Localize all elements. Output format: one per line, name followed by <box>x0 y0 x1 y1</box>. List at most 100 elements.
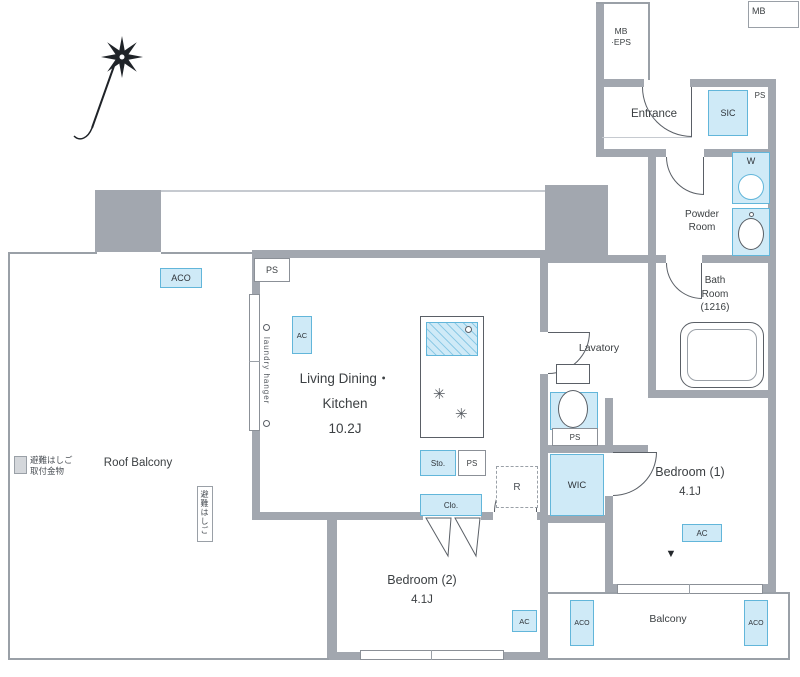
wall-segment <box>768 87 776 592</box>
toilet-bowl <box>558 390 588 428</box>
laundry-hanger-note: laundry hanger <box>262 337 271 405</box>
wall-segment <box>548 515 613 523</box>
balcony-railing <box>788 592 790 660</box>
walk-in-closet: WIC <box>550 454 604 516</box>
room-label-balcony: Balcony <box>649 613 687 625</box>
balcony-railing <box>548 658 790 660</box>
meter-box <box>748 1 799 28</box>
wic-label: WIC <box>567 479 587 491</box>
powder-line1: Powder <box>685 209 719 220</box>
bathtub-inner <box>687 329 757 381</box>
wall-segment <box>596 79 644 87</box>
fridge-label: R <box>513 481 521 493</box>
escape-hatch-line1: 避難はしご <box>30 455 73 465</box>
clo-label: Clo. <box>443 500 459 510</box>
aco-outlet-balcony-left: ACO <box>570 600 594 646</box>
wall-segment <box>335 512 423 520</box>
wall-segment <box>252 250 548 258</box>
escape-ladder-note: 避難はしご <box>200 490 209 535</box>
ldk-size: 10.2J <box>328 421 362 436</box>
escape-ladder-box <box>197 486 213 542</box>
wall-segment <box>481 512 493 520</box>
ps-shaft-closet: PS <box>458 450 486 476</box>
wall-segment <box>540 374 548 453</box>
roof-balcony-railing <box>8 252 97 254</box>
sic-label: SIC <box>720 108 736 118</box>
ac-label: AC <box>296 330 308 340</box>
shaft-line <box>648 2 650 80</box>
room-label-ldk: Living Dining・ Kitchen 10.2J <box>262 366 428 441</box>
burner-icon: ✳ <box>455 406 468 423</box>
escape-hatch-icon <box>14 456 27 474</box>
ps-shaft-entrance-label: PS <box>754 91 766 100</box>
mb-eps-line1: MB <box>614 26 628 36</box>
wall-segment <box>596 2 604 87</box>
wall-segment <box>702 255 776 263</box>
closet: Clo. <box>420 494 482 516</box>
roof-balcony-railing <box>8 658 329 660</box>
escape-hatch-note: 避難はしご 取付金物 <box>30 455 73 477</box>
bath-line3: (1216) <box>700 302 730 313</box>
structure-block <box>95 190 161 252</box>
window <box>360 650 504 660</box>
bedroom1-name: Bedroom (1) <box>655 465 725 479</box>
roof-balcony-railing <box>8 252 10 660</box>
wall-segment <box>540 445 648 453</box>
entrance-step-line <box>602 137 692 138</box>
sic-closet: SIC <box>708 90 748 136</box>
mb-eps-shaft-label: MB ·EPS <box>598 26 644 48</box>
mb-eps-line2: ·EPS <box>611 37 631 47</box>
window-tick <box>249 361 260 362</box>
window-marker-icon: ▼ <box>665 548 677 560</box>
window-tick <box>689 584 690 594</box>
faucet-icon <box>749 212 754 217</box>
ac-unit-ldk: AC <box>292 316 312 354</box>
room-label-powder-room: Powder Room <box>670 208 734 234</box>
bath-line1: Bath <box>704 275 726 286</box>
ac-label: AC <box>696 528 708 538</box>
door-leaf <box>703 157 704 195</box>
wall-segment <box>537 512 548 520</box>
ac-label: AC <box>519 616 530 626</box>
burner-icon: ✳ <box>433 386 446 403</box>
ac-unit-bedroom1: AC <box>682 524 722 542</box>
folding-door-icon <box>425 517 481 558</box>
laundry-hook-icon <box>263 420 270 427</box>
ldk-line2: Kitchen <box>322 396 368 411</box>
ldk-line1: Living Dining・ <box>299 371 391 386</box>
room-label-entrance: Entrance <box>630 108 678 120</box>
escape-hatch-line2: 取付金物 <box>30 466 65 476</box>
room-label-bedroom2: Bedroom (2) 4.1J <box>364 570 480 610</box>
bath-line2: Room <box>701 288 729 300</box>
powder-room-door-arc <box>666 157 704 195</box>
fridge-space: R <box>496 466 538 508</box>
ac-unit-bedroom2: AC <box>512 610 537 632</box>
wall-segment <box>596 87 604 149</box>
ps-label: PS <box>569 432 581 442</box>
window <box>617 584 763 594</box>
wall-segment <box>502 652 548 660</box>
aco-outlet-balcony-right: ACO <box>744 600 768 646</box>
wall-segment <box>648 263 656 398</box>
faucet-icon <box>465 326 472 333</box>
laundry-hook-icon <box>263 324 270 331</box>
wall-segment <box>605 584 619 592</box>
wall-segment <box>648 390 776 398</box>
sto-label: Sto. <box>430 458 446 468</box>
aco-label: ACO <box>171 273 191 283</box>
wall-segment <box>656 255 666 263</box>
powder-line2: Room <box>688 222 716 233</box>
window <box>249 294 260 431</box>
roof-balcony-railing <box>161 252 252 254</box>
storage-closet: Sto. <box>420 450 456 476</box>
washer-label: W <box>746 156 756 166</box>
wall-segment <box>605 398 613 452</box>
bedroom2-name: Bedroom (2) <box>387 573 457 587</box>
wall-segment <box>252 430 260 520</box>
wall-segment <box>540 255 548 332</box>
wall-segment <box>327 652 362 660</box>
aco-label: ACO <box>748 619 764 627</box>
wall-segment <box>761 584 776 592</box>
ps-shaft-lavatory: PS <box>552 428 598 446</box>
